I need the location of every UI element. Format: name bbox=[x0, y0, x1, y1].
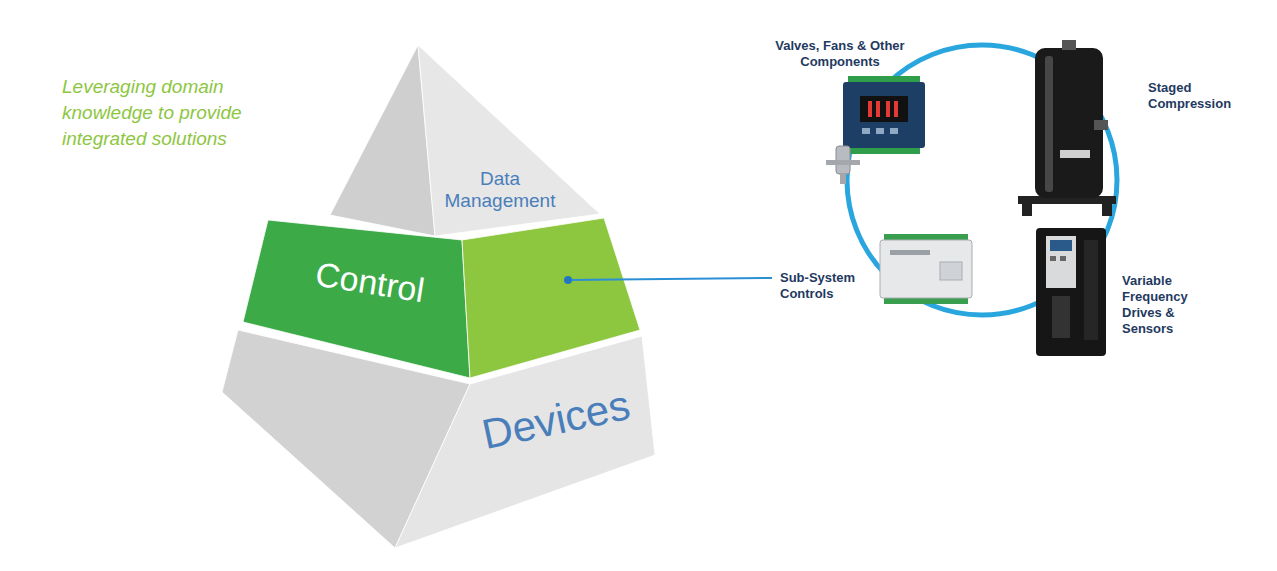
scroll-compressor bbox=[1062, 40, 1076, 50]
tagline: Leveraging domain knowledge to provide i… bbox=[62, 74, 307, 152]
controller-with-display bbox=[868, 101, 872, 117]
sub-system-controller bbox=[940, 262, 962, 280]
product-label: Variable Frequency Drives & Sensors bbox=[1122, 273, 1206, 337]
variable-frequency-drive bbox=[1060, 256, 1066, 261]
variable-frequency-drive bbox=[1050, 240, 1072, 251]
pyramid-top-layer: Data Management bbox=[330, 45, 600, 236]
product-label: Staged Compression bbox=[1148, 80, 1243, 112]
variable-frequency-drive bbox=[1036, 228, 1106, 356]
variable-frequency-drive bbox=[1050, 256, 1056, 261]
controller-with-display bbox=[886, 101, 890, 117]
layer-label: Data Management bbox=[433, 168, 568, 212]
scroll-compressor bbox=[1094, 120, 1108, 130]
product-label: Sub-System Controls bbox=[780, 270, 872, 302]
connector-line bbox=[568, 278, 772, 280]
scroll-compressor bbox=[1035, 48, 1103, 198]
sub-system-controller bbox=[880, 240, 972, 298]
controller-with-display bbox=[894, 101, 898, 117]
pyramid-face bbox=[418, 45, 600, 236]
variable-frequency-drive bbox=[1052, 296, 1070, 338]
valve-component bbox=[826, 146, 860, 184]
pyramid-base-layer: Devices bbox=[222, 330, 655, 548]
valve-component bbox=[826, 160, 860, 165]
scroll-compressor bbox=[1045, 56, 1053, 192]
sub-system-controller bbox=[890, 250, 930, 255]
variable-frequency-drive bbox=[1084, 240, 1098, 340]
controller-with-display bbox=[843, 76, 925, 154]
pyramid-face bbox=[330, 45, 435, 236]
scroll-compressor bbox=[1060, 150, 1090, 158]
controller-with-display bbox=[890, 128, 898, 134]
controller-with-display bbox=[860, 96, 908, 122]
variable-frequency-drive bbox=[1036, 228, 1106, 356]
valve-component bbox=[840, 174, 846, 184]
product-label: Valves, Fans & Other Components bbox=[755, 38, 925, 70]
controller-with-display bbox=[876, 101, 880, 117]
controller-with-display bbox=[876, 128, 884, 134]
controller-with-display bbox=[862, 128, 870, 134]
scroll-compressor bbox=[1102, 204, 1112, 216]
scroll-compressor bbox=[1018, 40, 1116, 216]
sub-system-controller bbox=[880, 234, 972, 304]
scroll-compressor bbox=[1022, 204, 1032, 216]
pyramid-faces bbox=[222, 330, 655, 548]
controller-with-display bbox=[843, 82, 925, 148]
variable-frequency-drive bbox=[1046, 236, 1076, 288]
connector-dot bbox=[564, 276, 572, 284]
